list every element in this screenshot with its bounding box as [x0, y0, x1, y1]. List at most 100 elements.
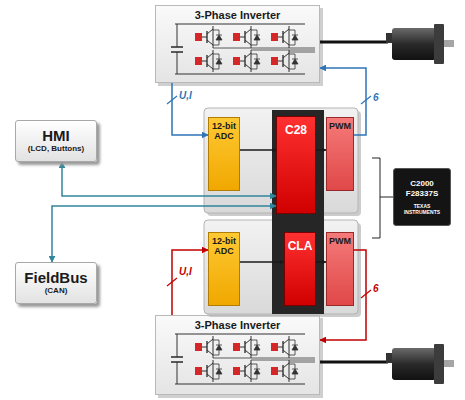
- interface-box: HMI(LCD, Buttons): [15, 120, 97, 162]
- chip-bracket: [372, 158, 393, 238]
- motor-flange: [434, 24, 444, 64]
- gate-driver: [233, 343, 240, 351]
- transistor-bar: [282, 31, 283, 43]
- transistor-collector: [283, 339, 289, 344]
- gate-driver: [271, 33, 278, 41]
- gate-wire: [202, 61, 207, 62]
- signal-connector: [172, 83, 208, 135]
- transistor-emitter: [283, 40, 289, 45]
- gate-driver: [271, 367, 278, 375]
- gate-wire: [202, 371, 207, 372]
- transistor-collector: [283, 363, 289, 368]
- transistor-collector: [245, 53, 251, 58]
- servo-motor: [386, 24, 454, 64]
- cap-wire: [177, 52, 178, 74]
- gate-wire: [202, 37, 207, 38]
- transistor-bar: [206, 55, 207, 67]
- dc-bus: [175, 74, 305, 75]
- node-subtitle: (CAN): [19, 286, 93, 296]
- transistor-emitter: [245, 64, 251, 69]
- transistor-emitter: [207, 64, 213, 69]
- motor-cable: [320, 41, 388, 44]
- freewheel-diode: [216, 35, 222, 40]
- transistor-collector: [245, 339, 251, 344]
- signal-label: 6: [372, 92, 380, 103]
- signal-connector: [172, 250, 208, 315]
- transistor-emitter: [207, 350, 213, 355]
- diode-wire: [251, 364, 257, 379]
- freewheel-diode: [216, 369, 222, 374]
- inverter-box: 3-Phase Inverter: [155, 315, 320, 395]
- diode-wire: [289, 54, 295, 69]
- node-subtitle: TEXAS INSTRUMENTS: [397, 203, 447, 215]
- gate-wire: [278, 37, 283, 38]
- transistor-bar: [206, 341, 207, 353]
- signal-label: 6: [372, 283, 380, 294]
- diode-wire: [251, 30, 257, 45]
- diode-wire: [251, 54, 257, 69]
- diode-wire: [289, 30, 295, 45]
- phase-output: [251, 360, 315, 361]
- node-title: C28: [277, 123, 315, 137]
- diode-wire: [213, 340, 219, 355]
- freewheel-diode: [254, 345, 260, 350]
- freewheel-diode: [292, 59, 298, 64]
- cap-plate: [171, 46, 183, 48]
- transistor-bar: [206, 365, 207, 377]
- gate-wire: [278, 61, 283, 62]
- motor-body: [392, 348, 436, 380]
- node-title: CLA: [285, 239, 315, 253]
- motor-cable: [320, 361, 388, 364]
- gate-wire: [202, 347, 207, 348]
- transistor-collector: [207, 363, 213, 368]
- dc-bus: [175, 334, 305, 335]
- node-subtitle: (LCD, Buttons): [19, 144, 93, 154]
- phase-output: [213, 48, 315, 49]
- gate-wire: [278, 371, 283, 372]
- transistor-emitter: [283, 64, 289, 69]
- diode-wire: [289, 340, 295, 355]
- adc-block: 12-bit ADC: [208, 117, 240, 191]
- phase-output: [289, 362, 315, 363]
- node-title: 3-Phase Inverter: [156, 319, 319, 331]
- dc-bus: [175, 384, 305, 385]
- freewheel-diode: [216, 345, 222, 350]
- cap-plate: [171, 361, 183, 363]
- transistor-emitter: [245, 40, 251, 45]
- inverter-housing: [155, 5, 320, 83]
- node-title: HMI: [19, 128, 93, 145]
- node-title: C2000 F28337S: [397, 179, 447, 198]
- cap-wire: [177, 24, 178, 47]
- core-column: [272, 110, 324, 314]
- motor-body: [392, 28, 436, 60]
- motor-shaft: [444, 40, 454, 47]
- node-title: 3-Phase Inverter: [156, 9, 319, 21]
- diode-wire: [213, 364, 219, 379]
- signal-connector: [62, 162, 276, 196]
- cap-wire: [177, 334, 178, 357]
- signal-connector: [316, 149, 326, 151]
- pwm-block: PWM: [326, 232, 354, 306]
- diode-wire: [213, 54, 219, 69]
- servo-motor: [386, 344, 454, 384]
- signal-connector: [240, 261, 284, 263]
- signal-label: U,I: [178, 90, 193, 101]
- gate-driver: [195, 367, 202, 375]
- panel-shadow: [207, 223, 361, 317]
- freewheel-diode: [292, 369, 298, 374]
- gate-driver: [233, 33, 240, 41]
- freewheel-diode: [292, 35, 298, 40]
- transistor-bar: [206, 31, 207, 43]
- cpu-core: CLA: [284, 232, 316, 306]
- gate-driver: [233, 367, 240, 375]
- gate-driver: [195, 343, 202, 351]
- node-title: FieldBus: [19, 270, 93, 287]
- motor-shaft: [444, 360, 454, 367]
- gate-wire: [240, 37, 245, 38]
- transistor-emitter: [207, 374, 213, 379]
- signal-connector: [240, 149, 276, 151]
- node-title: 12-bit ADC: [210, 121, 238, 142]
- inverter-housing: [155, 315, 320, 395]
- transistor-collector: [207, 339, 213, 344]
